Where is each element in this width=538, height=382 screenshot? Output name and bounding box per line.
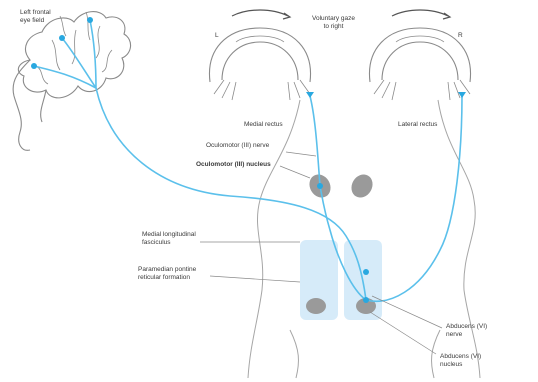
eye-right-label: R (458, 32, 463, 40)
oculomotor-nerve-label: Oculomotor (III) nerve (206, 142, 269, 150)
right-oculomotor-nucleus (347, 171, 376, 202)
medial-rectus-label: Medial rectus (244, 121, 283, 129)
left-eye (209, 10, 310, 100)
left-abducens-nucleus (306, 298, 326, 314)
pprf-label: Paramedian pontine reticular formation (138, 266, 196, 281)
mlf-label: Medial longitudinal fasciculus (142, 231, 196, 246)
abducens-nerve-label: Abducens (VI) nerve (446, 323, 487, 338)
voluntary-gaze-label: Voluntary gaze to right (312, 15, 355, 30)
eye-left-label: L (215, 32, 219, 40)
abducens-nucleus-label: Abducens (VI) nucleus (440, 353, 481, 368)
oculomotor-nucleus-label: Oculomotor (III) nucleus (196, 161, 271, 169)
lateral-rectus-label: Lateral rectus (398, 121, 437, 129)
oculomotor-nerve (310, 96, 320, 186)
right-eye (369, 10, 470, 100)
frontal-eye-field-label: Left frontal eye field (20, 9, 51, 24)
